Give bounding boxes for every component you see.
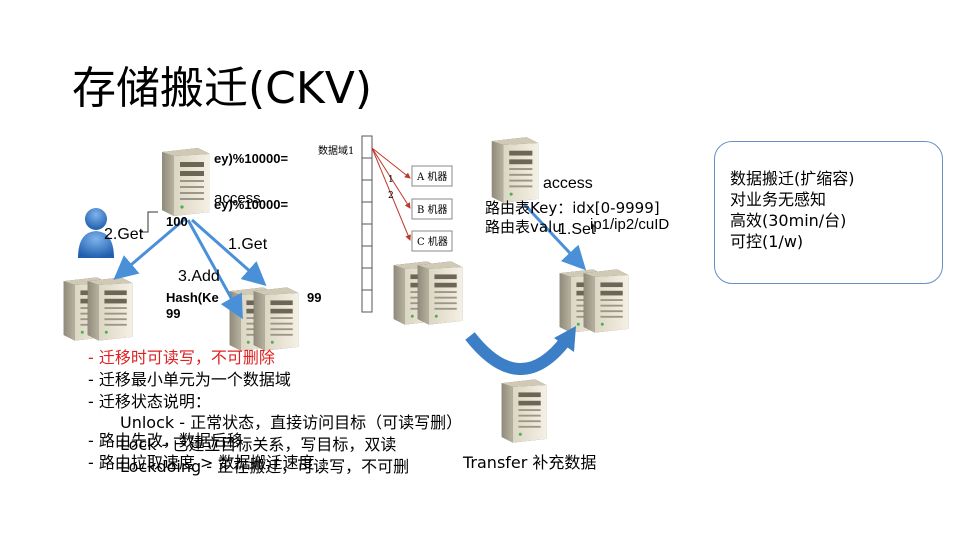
info-box-text: 数据搬迁(扩缩容) 对业务无感知 高效(30min/台) 可控(1/w) [730, 168, 855, 252]
server-icon [583, 269, 629, 333]
get2-label: 2.Get [104, 226, 144, 243]
route-value-tail: ip1/ip2/cuID [590, 216, 670, 233]
machine-b-label: B 机器 [417, 203, 448, 216]
status-line: Lockdoing - 正在搬迁，可读写，不可删 [120, 457, 410, 476]
route-key-text: 路由表Key：idx[0-9999] [485, 199, 660, 217]
bullet-item: - 迁移最小单元为一个数据域 [88, 370, 291, 389]
route-marker-2: 2 [388, 191, 394, 201]
server-icon [87, 277, 133, 341]
hash-text-1: ey)%10000= [214, 151, 289, 166]
set-arrow [522, 202, 587, 271]
add3-arrow [186, 219, 243, 320]
machine-b-box [411, 198, 453, 220]
info-box [714, 141, 943, 284]
route-value-text: 路由表valu [485, 218, 562, 236]
overlap-bullet: - 路由拉取速度 > 数据搬迁速度 [88, 453, 315, 472]
machine-a-label: A 机器 [416, 170, 447, 183]
status-list: Unlock - 正常状态，直接访问目标（可读写删） Lock - 已建立目标关… [120, 412, 462, 478]
overlap-bullet-list: - 路由先改，数据后移 - 路由拉取速度 > 数据搬迁速度 [88, 430, 314, 474]
route-line-c [371, 147, 411, 241]
hash-99b: 99 [166, 306, 181, 321]
machine-a-box [411, 165, 453, 187]
page-title: 存储搬迁(CKV) [72, 63, 373, 114]
overlap-bullet: - 路由先改，数据后移 [88, 431, 243, 450]
status-line: Unlock - 正常状态，直接访问目标（可读写删） [120, 413, 463, 432]
data-domain-column [361, 135, 373, 313]
data-domain-label: 数据域1 [318, 144, 354, 157]
info-line: 高效(30min/台) [730, 211, 847, 230]
info-line: 数据搬迁(扩缩容) [730, 169, 855, 188]
route-marker-1: 1 [388, 175, 394, 185]
info-line: 对业务无感知 [730, 190, 827, 209]
server-icon [491, 137, 539, 203]
user-icon [78, 208, 114, 258]
status-line: Lock - 已建立目标关系，写目标，双读 [120, 435, 397, 454]
hash-99: 99 [307, 290, 322, 305]
route-line-b [371, 147, 411, 209]
set-label: 1.Set [558, 221, 596, 238]
access-text-right: access [543, 175, 593, 192]
bullet-item: - 迁移时可读写，不可删除 [88, 348, 275, 367]
get1-arrow [191, 218, 267, 286]
hash-text-3: Hash(Ke [166, 290, 219, 305]
server-icon [253, 287, 299, 351]
bullet-list: - 迁移时可读写，不可删除 - 迁移最小单元为一个数据域 - 迁移状态说明： [88, 347, 291, 413]
machine-c-box [411, 230, 453, 252]
route-line-a [371, 147, 411, 179]
get2-arrow [113, 216, 187, 280]
server-icon [162, 148, 210, 216]
connector-line [140, 211, 158, 233]
partial-100: 100 [166, 214, 188, 229]
add3-label: 3.Add [178, 268, 220, 285]
get1-label: 1.Get [228, 236, 268, 253]
machine-c-label: C 机器 [417, 235, 448, 248]
info-line: 可控(1/w) [730, 232, 804, 251]
access-text-left: access [214, 190, 261, 207]
hash-text-2: ey)%10000= [214, 197, 289, 212]
curved-arrow-icon [465, 326, 576, 375]
transfer-label: Transfer 补充数据 [463, 453, 597, 472]
bullet-item: - 迁移状态说明： [88, 392, 211, 411]
server-icon [417, 261, 463, 325]
server-icon [501, 379, 547, 443]
